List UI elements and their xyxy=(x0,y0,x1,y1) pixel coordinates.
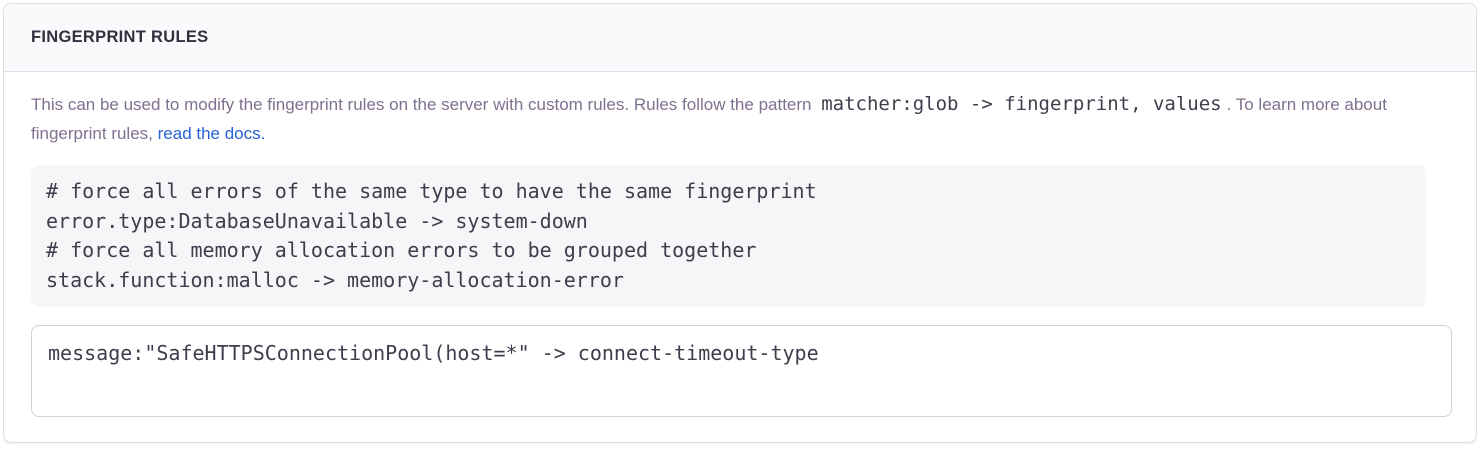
panel-description: This can be used to modify the fingerpri… xyxy=(31,90,1429,148)
panel-body: This can be used to modify the fingerpri… xyxy=(4,72,1476,442)
pattern-inline-code: matcher:glob -> fingerprint, values xyxy=(821,93,1222,115)
example-rule-comment-2: # force all memory allocation errors to … xyxy=(46,238,757,262)
example-rules-code-block: # force all errors of the same type to h… xyxy=(31,165,1426,307)
description-middle-text: . To learn more about fingerprint rules, xyxy=(31,95,1387,143)
read-the-docs-link[interactable]: read the docs. xyxy=(157,124,266,143)
example-rule-comment-1: # force all errors of the same type to h… xyxy=(46,179,817,203)
example-rule-1: error.type:DatabaseUnavailable -> system… xyxy=(46,208,588,233)
fingerprint-rules-input[interactable]: message:"SafeHTTPSConnectionPool(host=*"… xyxy=(31,325,1452,417)
panel-header: FINGERPRINT RULES xyxy=(4,4,1476,72)
example-rule-2: stack.function:malloc -> memory-allocati… xyxy=(46,267,624,292)
description-intro-text: This can be used to modify the fingerpri… xyxy=(31,95,817,114)
panel-title: FINGERPRINT RULES xyxy=(31,28,209,46)
fingerprint-rules-panel: FINGERPRINT RULES This can be used to mo… xyxy=(3,3,1477,443)
